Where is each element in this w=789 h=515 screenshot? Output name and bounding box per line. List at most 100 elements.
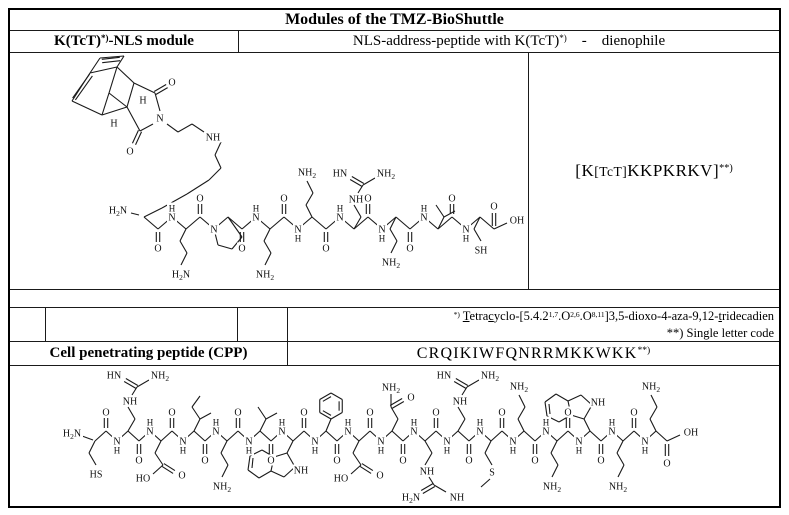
footnote-line1-part: ridecadien [721,309,774,324]
svg-text:H: H [378,446,385,456]
footnote-cell-a [10,308,46,341]
svg-text:H2N: H2N [172,269,190,282]
svg-text:H: H [345,418,352,428]
svg-text:HS: HS [90,470,103,481]
footnote-line1-part: ]3,5-dioxo-4-aza-9,12- [604,309,719,324]
svg-text:N: N [420,212,427,223]
svg-text:H: H [213,418,220,428]
svg-text:O: O [364,193,371,204]
footnote-cell-b [46,308,238,341]
svg-text:SH: SH [475,245,488,256]
footnote-line1-part: etra [469,309,489,324]
svg-text:H2N: H2N [63,429,81,442]
svg-text:O: O [154,243,161,254]
footnote-line1-part: yclo-[5.4.2 [493,309,549,324]
svg-text:O: O [201,456,208,467]
svg-text:O: O [407,393,414,404]
svg-text:N: N [377,437,384,448]
svg-text:N: N [336,212,343,223]
svg-text:N: N [641,437,648,448]
svg-text:NH: NH [450,493,464,504]
svg-text:H: H [295,233,302,243]
spacer-cell [10,290,779,307]
footnote-line2: **) Single letter code [666,325,774,340]
svg-text:H: H [477,418,484,428]
svg-text:N: N [156,113,163,124]
svg-text:NH2: NH2 [256,269,274,282]
svg-text:H: H [312,446,319,456]
svg-text:H: H [510,446,517,456]
module-desc-part: - [581,33,587,49]
cpp-label: Cell penetrating peptide (CPP) [49,345,248,361]
svg-text:O: O [102,408,109,419]
svg-text:HO: HO [334,474,348,485]
svg-text:N: N [212,427,219,438]
footnote-line1-part: c [488,309,494,324]
title-row: Modules of the TMZ-BioShuttle [10,10,779,31]
spacer-row [10,290,779,308]
svg-text:H: H [379,233,386,243]
svg-text:N: N [378,224,385,235]
svg-text:NH2: NH2 [213,482,231,495]
svg-text:HO: HO [136,474,150,485]
svg-text:O: O [406,243,413,254]
svg-text:NH2: NH2 [543,482,561,495]
svg-text:O: O [300,408,307,419]
svg-text:NH: NH [453,397,467,408]
module-name-part: *) [101,32,109,43]
svg-text:N: N [476,427,483,438]
module-name: K(TcT)*)-NLS module [54,33,194,50]
footnote-line1-part: *) [453,309,460,319]
footnote-row: *) Tetracyclo-[5.4.21,7.O2,6.O8,11]3,5-d… [10,308,779,342]
module-name-cell: K(TcT)*)-NLS module [10,31,239,52]
svg-text:O: O [178,471,185,482]
cpp-sequence-part: CRQIKIWFQNRRMKKWKK [416,344,638,362]
svg-text:N: N [245,437,252,448]
svg-text:O: O [280,193,287,204]
svg-text:NH: NH [294,466,308,477]
svg-text:O: O [234,408,241,419]
svg-text:O: O [196,193,203,204]
svg-text:O: O [126,146,133,157]
module-desc-part: NLS-address-peptide with K(TcT) [352,33,560,49]
svg-text:O: O [498,408,505,419]
svg-text:O: O [333,456,340,467]
footnote-line1: *) Tetracyclo-[5.4.21,7.O2,6.O8,11]3,5-d… [454,308,774,324]
svg-text:H: H [180,446,187,456]
module-name-part: K(TcT) [54,33,101,49]
svg-text:NH: NH [420,467,434,478]
svg-text:NH2: NH2 [382,383,400,396]
cpp-sequence: CRQIKIWFQNRRMKKWKK**) [417,345,651,363]
svg-text:N: N [179,437,186,448]
svg-text:O: O [322,243,329,254]
svg-text:NH: NH [123,397,137,408]
figure-table: Modules of the TMZ-BioShuttle K(TcT)*)-N… [8,8,781,508]
figure-title: Modules of the TMZ-BioShuttle [285,11,504,28]
svg-text:O: O [630,408,637,419]
svg-text:N: N [542,427,549,438]
svg-text:H: H [110,118,117,129]
cpp-sequence-cell: CRQIKIWFQNRRMKKWKK**) [288,342,779,365]
svg-text:HN: HN [107,371,121,382]
svg-text:O: O [238,243,245,254]
svg-text:O: O [135,456,142,467]
svg-text:H: H [411,418,418,428]
svg-text:N: N [210,224,217,235]
footnote-line1-part: 1,7 [548,309,559,319]
svg-text:OH: OH [684,428,698,439]
svg-text:H: H [444,446,451,456]
svg-text:NH2: NH2 [642,382,660,395]
svg-text:NH2: NH2 [151,371,169,384]
svg-text:O: O [663,459,670,470]
nls-sequence-part: [TcT] [594,164,628,179]
svg-text:N: N [344,427,351,438]
svg-text:O: O [168,77,175,88]
footnote-line1-part: 2,6 [570,309,580,319]
footnote-line1-part: T [462,309,470,324]
svg-text:NH: NH [591,398,605,409]
svg-text:H: H [421,203,428,213]
